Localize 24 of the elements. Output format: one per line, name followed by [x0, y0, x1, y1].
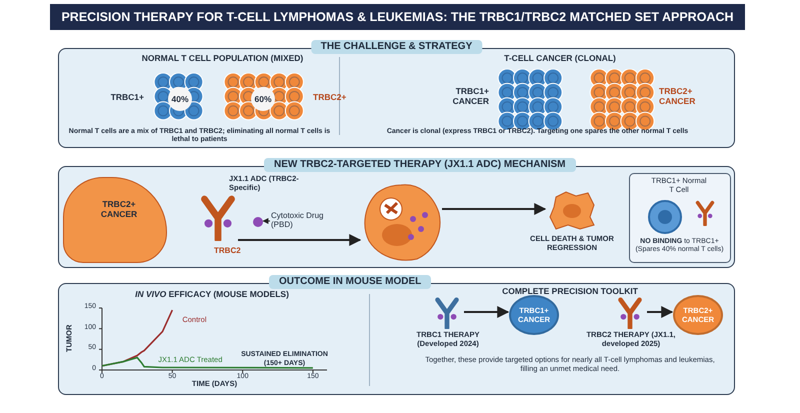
- node-label: TRBC2+: [313, 93, 348, 103]
- cancer-cell-badge: [673, 295, 723, 335]
- arrow: [262, 218, 270, 224]
- node-label: TRBC1+ CANCER: [452, 87, 489, 107]
- section-heading: NEW TRBC2-TARGETED THERAPY (JX1.1 ADC) MECHANISM: [264, 158, 576, 172]
- section-heading: OUTCOME IN MOUSE MODEL: [269, 275, 432, 288]
- arrow: [647, 306, 674, 318]
- info-panel: [629, 173, 731, 263]
- note-text: T-CELL CANCER (CLONAL): [503, 54, 617, 64]
- arrow: [464, 306, 510, 318]
- drug-label: Cytotoxic Drug (PBD): [271, 211, 326, 237]
- arrow: [442, 203, 546, 215]
- arrow: [238, 234, 362, 246]
- note-text: TRBC2: [214, 246, 242, 256]
- cell-label: TRBC2+ CANCER: [100, 200, 138, 220]
- node-label: TRBC2+ CANCER: [659, 87, 696, 107]
- cancer-cell-badge: [509, 295, 559, 335]
- node-label: TRBC1+: [110, 93, 144, 103]
- title-banner: PRECISION THERAPY FOR T-CELL LYMPHOMAS & LEUKEMIAS: THE TRBC1/TRBC2 MATCHED SET APPROACH: [50, 4, 745, 30]
- note-text: NORMAL T CELL POPULATION (MIXED): [140, 54, 304, 64]
- chart-title: IN VIVO EFFICACY (MOUSE MODELS): [134, 290, 290, 300]
- note-text: COMPLETE PRECISION TOOLKIT: [501, 287, 639, 297]
- section-heading: THE CHALLENGE & STRATEGY: [310, 40, 482, 54]
- drug-molecule-icon: [253, 217, 263, 227]
